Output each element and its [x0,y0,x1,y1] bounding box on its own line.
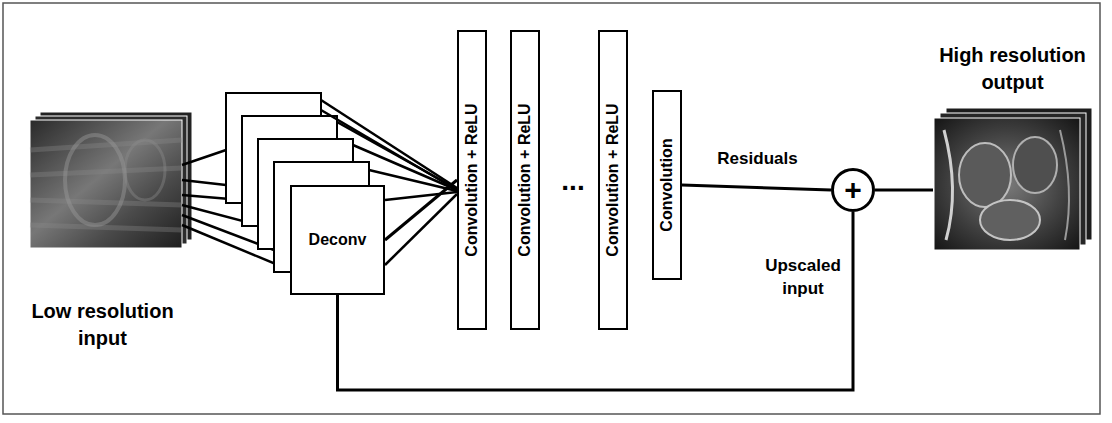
edge-label: Residuals [700,148,815,171]
connector [338,212,854,390]
frame [3,3,1100,414]
connector [682,185,831,190]
conv-relu-block: Convolution + ReLU [510,30,540,330]
node-text: + [844,175,862,205]
connector [385,180,457,240]
ellipsis: ... [552,162,594,200]
node-text: Convolution + ReLU [604,103,622,256]
low-res-image [30,112,192,248]
input-caption: Low resolution input [20,298,185,352]
node-text: Convolution [658,138,676,231]
output-caption: High resolution output [930,42,1095,96]
conv-relu-block: Convolution + ReLU [598,30,628,330]
node-text: Deconv [309,231,367,249]
edge-label: Upscaled input [756,255,850,301]
node-text: Convolution + ReLU [516,103,534,256]
conv-block: Convolution [652,90,682,280]
deconv-box: Deconv [290,185,385,295]
sum-node: + [831,168,875,212]
node-text: Convolution + ReLU [463,103,481,256]
output-wire [875,189,933,192]
high-res-image [934,108,1092,250]
conv-relu-block: Convolution + ReLU [457,30,487,330]
